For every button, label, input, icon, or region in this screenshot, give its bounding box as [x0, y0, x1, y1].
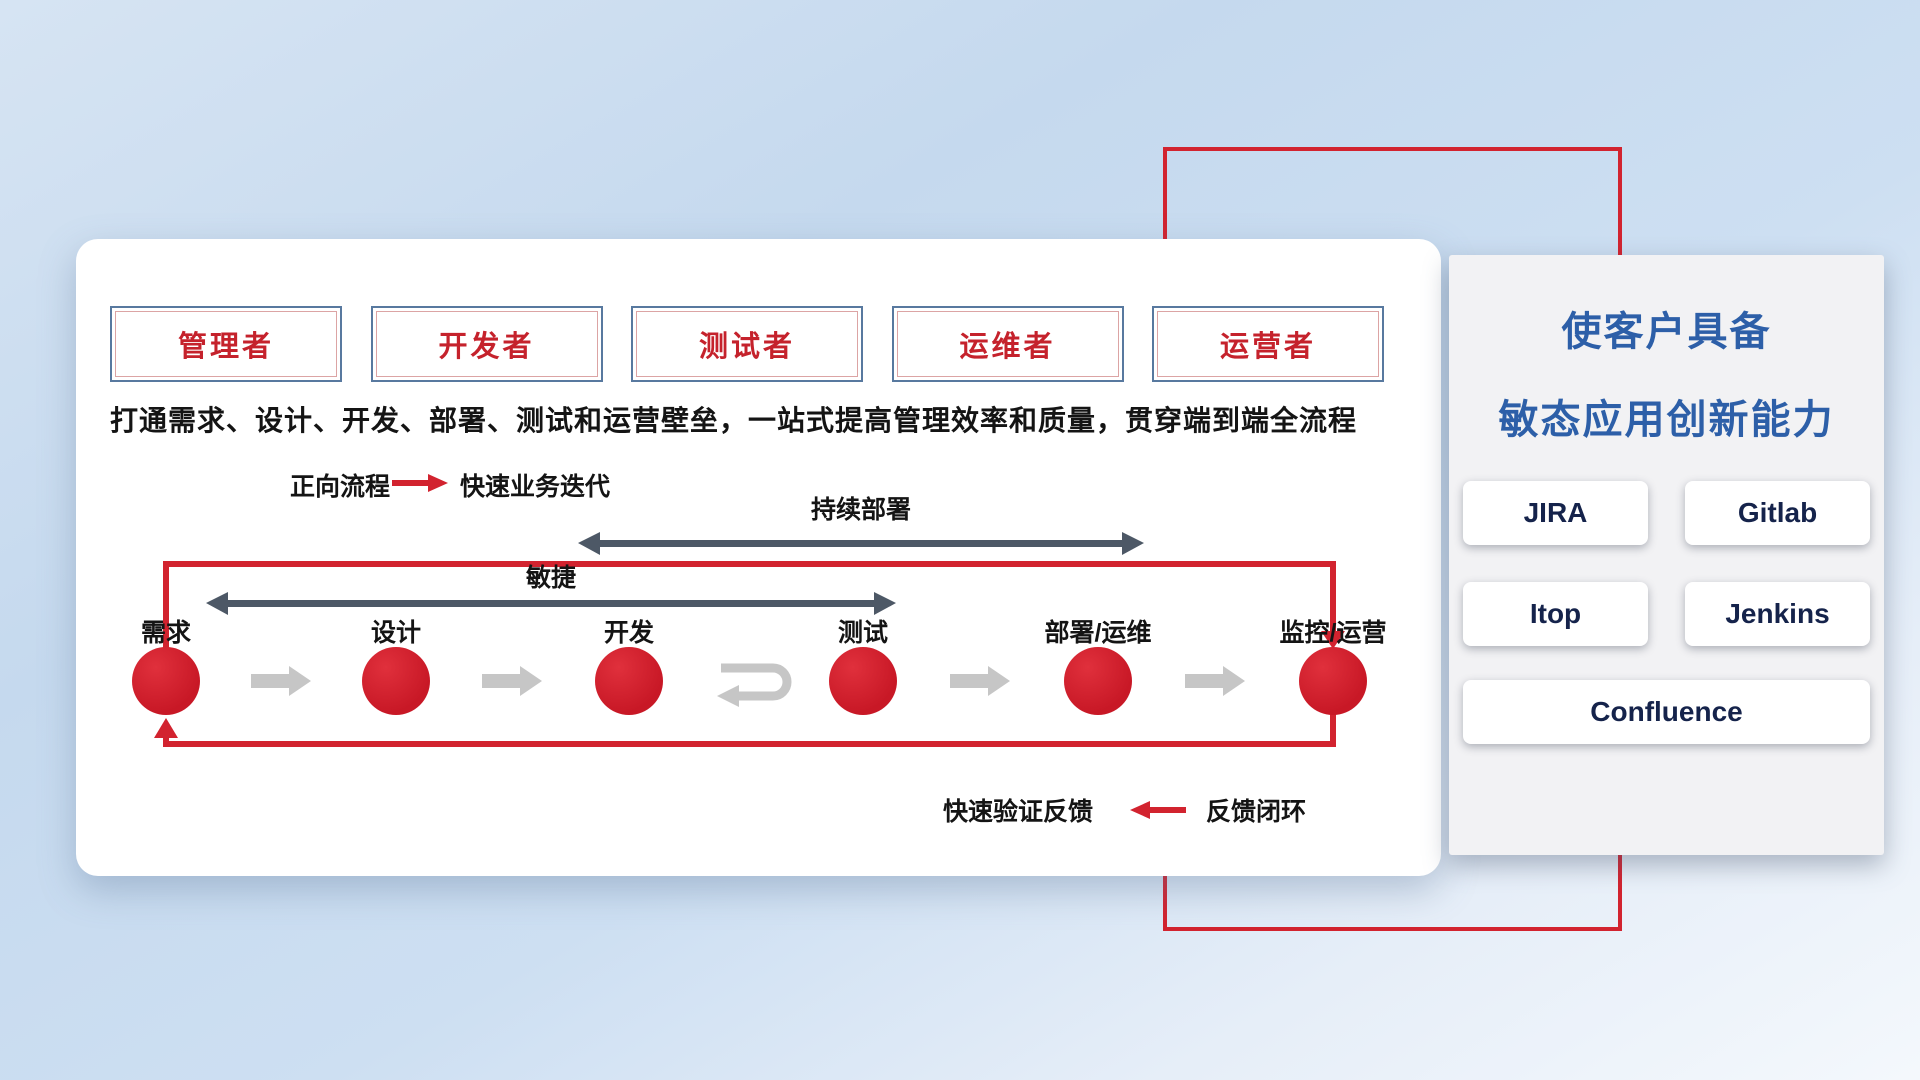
feedback-desc: 快速验证反馈 — [943, 798, 1094, 826]
devops-flow-card: 管理者 开发者 测试者 运维者 运营者 打通需求、设计、开发、部署、测试和运营壁… — [76, 239, 1441, 876]
role-box-developer: 开发者 — [370, 306, 603, 382]
role-box-operator: 运营者 — [1152, 306, 1384, 382]
agile-arrow — [206, 592, 896, 615]
role-label: 运维者 — [959, 331, 1056, 363]
iteration-loop-icon — [717, 663, 792, 707]
node-label-develop: 开发 — [603, 619, 655, 647]
node-label-monitor-ops: 监控/运营 — [1279, 619, 1387, 647]
tool-chip-jenkins: Jenkins — [1685, 582, 1870, 646]
tool-chip-gitlab: Gitlab — [1685, 481, 1870, 545]
headline: 打通需求、设计、开发、部署、测试和运营壁垒，一站式提高管理效率和质量，贯穿端到端… — [110, 405, 1358, 436]
tool-chip-itop: Itop — [1463, 582, 1648, 646]
role-label: 管理者 — [177, 331, 274, 363]
roles-row: 管理者 开发者 测试者 运维者 运营者 — [110, 306, 1384, 382]
feedback-label: 反馈闭环 — [1206, 798, 1307, 826]
agile-label: 敏捷 — [525, 564, 577, 592]
forward-flow-desc: 快速业务迭代 — [460, 473, 611, 501]
continuous-deploy-arrow — [578, 532, 1144, 555]
feedback-loop-arrow — [154, 713, 1336, 747]
flow-node-circle — [829, 647, 897, 715]
tools-panel: 使客户具备 敏态应用创新能力 JIRA Gitlab Itop Jenkins … — [1449, 255, 1884, 855]
flow-node-circle — [132, 647, 200, 715]
continuous-deploy-label: 持续部署 — [810, 496, 912, 524]
panel-title-line2: 敏态应用创新能力 — [1498, 398, 1835, 442]
node-label-test: 测试 — [837, 619, 889, 647]
node-label-deploy-ops: 部署/运维 — [1044, 619, 1152, 647]
step-arrow-icons — [251, 666, 1245, 696]
forward-flow-label: 正向流程 — [290, 473, 391, 501]
flow-node-circle — [595, 647, 663, 715]
node-label-requirement: 需求 — [140, 619, 192, 647]
node-label-design: 设计 — [370, 619, 422, 647]
role-label: 测试者 — [698, 331, 795, 363]
feedback-arrow-icon — [1130, 801, 1186, 819]
tool-chip-confluence: Confluence — [1463, 680, 1870, 744]
forward-loop-arrow — [163, 561, 1345, 651]
role-box-manager: 管理者 — [110, 306, 342, 382]
role-label: 开发者 — [438, 331, 535, 363]
tool-chip-jira: JIRA — [1463, 481, 1648, 545]
flow-diagram-arrows — [154, 474, 1345, 819]
role-box-tester: 测试者 — [631, 306, 863, 382]
flow-node-circle — [1064, 647, 1132, 715]
role-label: 运营者 — [1219, 331, 1316, 363]
panel-title-line1: 使客户具备 — [1561, 310, 1772, 354]
flow-node-circle — [1299, 647, 1367, 715]
forward-arrow-icon — [392, 474, 448, 492]
role-box-ops: 运维者 — [891, 306, 1124, 382]
flow-node-circle — [362, 647, 430, 715]
